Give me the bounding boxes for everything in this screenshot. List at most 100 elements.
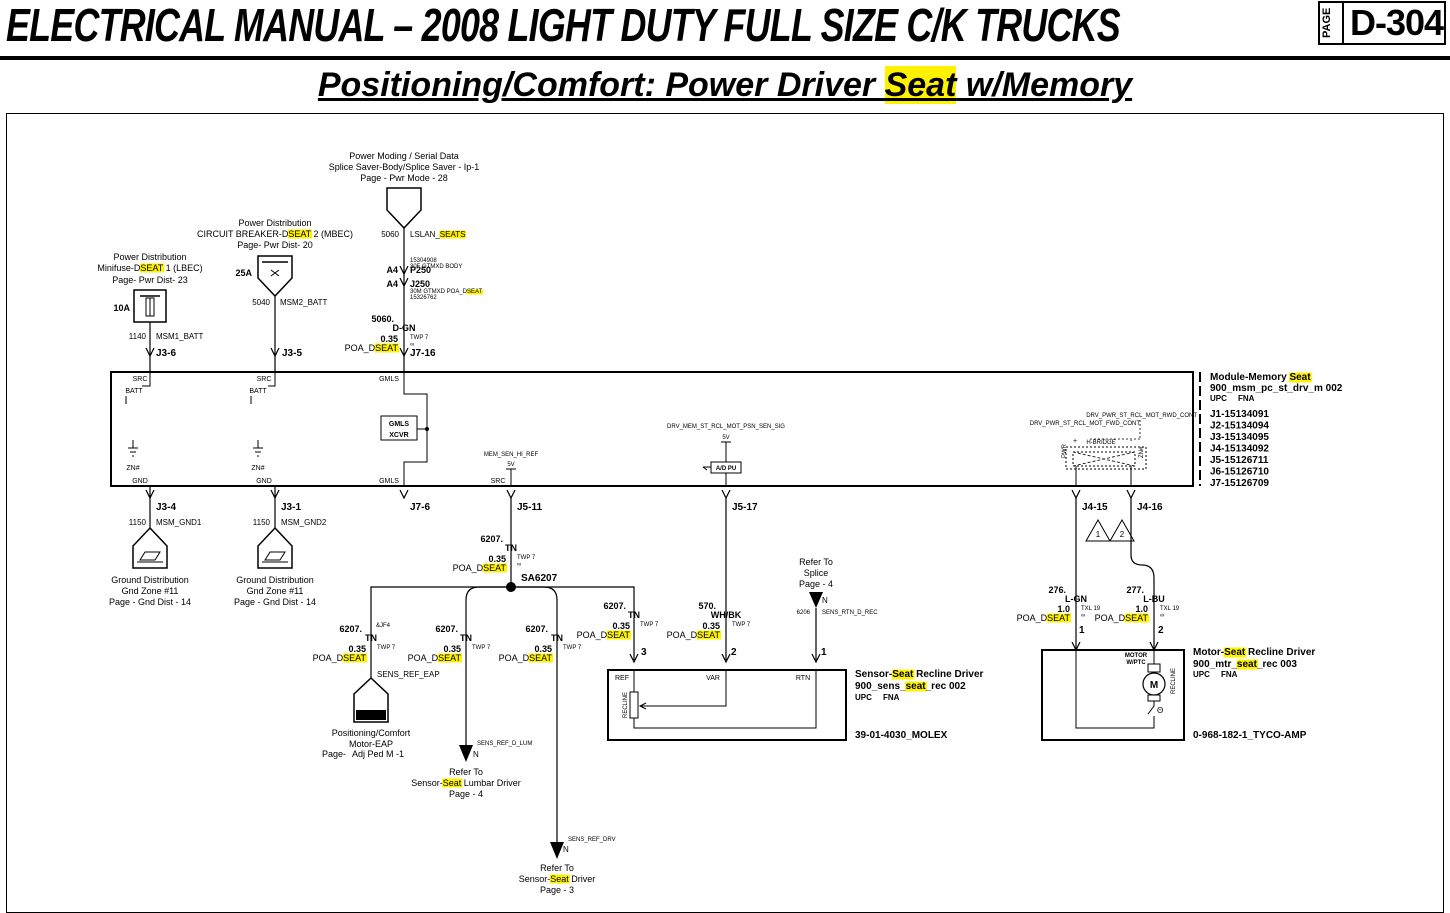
sensor-ref-poa: POA_DSEAT (577, 630, 631, 640)
motor-recline-driver: 1 2 276. L-GN 1.0 TXL 19 ∞ POA_DSEAT 1 2… (1017, 498, 1315, 741)
ground-2: 1150 MSM_GND2 Ground Distribution Gnd Zo… (234, 486, 327, 607)
fuse-rating-lbec: 10A (113, 303, 130, 313)
branch-drv-poa: POA_DSEAT (499, 653, 553, 663)
highlight-mark (1046, 613, 1071, 623)
drv-arrow (550, 842, 564, 859)
sensor-ref-circuit: 6207. (603, 601, 626, 611)
module-part: 900_msm_pc_st_drv_m 002 (1210, 383, 1343, 394)
drv-line1: Refer To (540, 863, 574, 873)
highlight-mark (1236, 659, 1259, 670)
module-connector-item: J1-15134091 (1210, 409, 1269, 420)
highlight-mark (549, 874, 570, 884)
source-lbec-line3: Page- Pwr Dist- 23 (112, 275, 188, 285)
motor-box (1041, 649, 1185, 741)
pin-5v-2: 5V (722, 435, 729, 441)
splice-twp: TWP 7 (517, 555, 536, 561)
pin-batt-2: BATT (249, 388, 267, 395)
branch-drv-wire: SENS_REF_DRV (568, 837, 616, 843)
splice-poa: POA_DSEAT (453, 563, 507, 573)
sensor-rtn-line2: Splice (804, 568, 829, 578)
source-lan-line1: Power Moding / Serial Data (349, 151, 459, 161)
note-tri-1: 1 (1096, 530, 1101, 539)
highlight-mark (439, 230, 466, 239)
pin-zn-2: ZN# (251, 465, 264, 472)
module-connector-item: J4-15134092 (1210, 444, 1269, 455)
note-triangles (1085, 518, 1135, 542)
circuit-5060: 5060 (381, 230, 399, 239)
j250-desc2: 15326762 (410, 295, 437, 301)
rtn-circuit: 6206 (797, 610, 811, 616)
motor-w2-gauge: 1.0 (1135, 604, 1148, 614)
motor-w2-color: L-BU (1143, 594, 1165, 604)
motor-recline-label: RECLINE (1171, 668, 1177, 694)
sensor-rtn-line1: Refer To (799, 557, 833, 567)
connector-j511: J5-11 (517, 502, 542, 513)
ground-1-line1: Ground Distribution (111, 575, 189, 585)
module-connector-item: J7-15126709 (1210, 478, 1269, 489)
pin-mem-sen-hi-ref: MEM_SEN_HI_REF (484, 452, 539, 458)
motor-part: 900_mtr_seat_rec 003 (1193, 659, 1297, 670)
lan-wire-twp: TWP 7 (410, 335, 429, 341)
lum-line1: Refer To (449, 767, 483, 777)
connector-j34: J3-4 (156, 502, 176, 513)
pin-5v-1: 5V (507, 462, 514, 468)
module-connector-item: J3-15134095 (1210, 432, 1269, 443)
eap-line2: Motor-EAP (349, 739, 393, 749)
sensor-recline-driver: 6207. TN 0.35 TWP 7 POA_DSEAT 570. WH/BK… (577, 498, 984, 741)
sensor-var-gauge: 0.35 (702, 621, 720, 631)
gmls-xcvr-box (380, 415, 418, 441)
highlight-mark (1124, 613, 1149, 623)
ground-1-line3: Page - Gnd Dist - 14 (109, 597, 191, 607)
lan-wire-color: D-GN (393, 323, 416, 333)
rtn-wire: SENS_RTN_D_REC (822, 610, 878, 616)
j250-desc1: 30M GTMXD POA_DSEAT (410, 289, 483, 295)
motor-w1-poa: POA_DSEAT (1017, 613, 1071, 623)
module-connector-item: J5-15126711 (1210, 455, 1269, 466)
highlight-mark (891, 669, 915, 680)
motor-title: Motor-Seat Recline Driver (1193, 647, 1315, 658)
diagram-title: Positioning/Comfort: Power Driver Seat w… (0, 66, 1450, 105)
drv-line3: Page - 3 (540, 885, 574, 895)
page-number: D-304 (1350, 2, 1444, 43)
pin-rwd-cont: DRV_PWR_ST_RCL_MOT_RWD_CONT (1086, 413, 1197, 419)
module-box (110, 371, 1194, 487)
module-title: Module-Memory Seat (1210, 372, 1311, 383)
wire-msm2-batt: MSM2_BATT (280, 298, 328, 307)
wire-msm1-batt: MSM1_BATT (156, 332, 204, 341)
motor-pin-1: 1 (1079, 625, 1085, 636)
pin-src-3: SRC (491, 478, 506, 485)
hbridge-box (1065, 446, 1147, 470)
branch-lum-poa: POA_DSEAT (408, 653, 462, 663)
connector-chevron-j35 (270, 347, 280, 358)
ground-2-symbol (257, 526, 293, 569)
sensor-rtn-line3: Page - 4 (799, 579, 833, 589)
source-lbec: Power Distribution Minifuse-DSEAT 1 (LBE… (97, 252, 204, 372)
motor-w2-poa: POA_DSEAT (1095, 613, 1149, 623)
sensor-fna: FNA (883, 693, 900, 702)
motor-inner-line2: W/PTC (1126, 660, 1146, 666)
ground-1-wire: MSM_GND1 (156, 518, 202, 527)
source-lan: Power Moding / Serial Data Splice Saver-… (329, 151, 484, 372)
connector-chevron-j36 (145, 347, 155, 358)
ground-2-circuit: 1150 (253, 518, 271, 527)
hbridge-plus: + (1073, 438, 1077, 445)
sensor-upc: UPC (855, 693, 872, 702)
drv-pin: N (563, 845, 569, 854)
motor-inner-line1: MOTOR (1125, 653, 1148, 659)
highlight-mark (606, 630, 631, 640)
motor-w1-color: L-GN (1065, 594, 1087, 604)
source-lan-line3: Page - Pwr Mode - 28 (360, 173, 448, 183)
ground-2-line3: Page - Gnd Dist - 14 (234, 597, 316, 607)
ground-1-symbol (132, 526, 168, 569)
source-lbec-line2: Minifuse-DSEAT 1 (LBEC) (97, 263, 202, 273)
circuit-1140: 1140 (129, 332, 147, 341)
connector-chevron-j716 (399, 347, 409, 358)
note-tri-2: 2 (1120, 530, 1125, 539)
connector-j716: J7-16 (410, 348, 436, 359)
branch-eap-extra: &JF4 (376, 623, 391, 629)
p250-pin: A4 (386, 265, 398, 275)
branch-lum-twp: TWP 7 (472, 645, 491, 651)
sensor-ref-twp: TWP 7 (640, 622, 659, 628)
sensor-ref-gauge: 0.35 (612, 621, 630, 631)
motor-w2-txl-sub: ∞ (1160, 613, 1164, 619)
